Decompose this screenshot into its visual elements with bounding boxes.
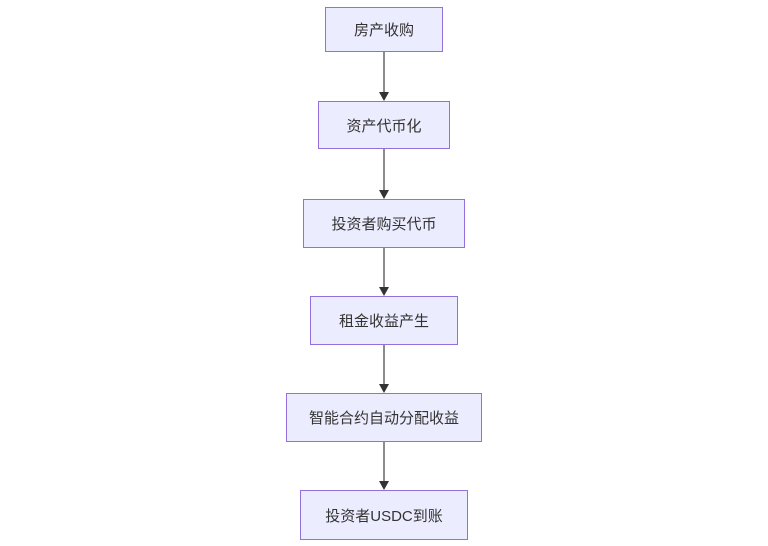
flow-node-asset-tokenization: 资产代币化 bbox=[318, 101, 450, 149]
edge-line bbox=[383, 345, 385, 384]
flow-edge-2 bbox=[379, 149, 389, 199]
edge-line bbox=[383, 248, 385, 287]
edge-line bbox=[383, 149, 385, 190]
arrowhead-down-icon bbox=[379, 287, 389, 296]
flow-node-rental-income: 租金收益产生 bbox=[310, 296, 458, 345]
flow-edge-5 bbox=[379, 442, 389, 490]
edge-line bbox=[383, 52, 385, 92]
flow-node-label: 智能合约自动分配收益 bbox=[308, 410, 459, 427]
arrowhead-down-icon bbox=[379, 92, 389, 101]
flow-edge-3 bbox=[379, 248, 389, 296]
flow-node-label: 房产收购 bbox=[353, 22, 414, 39]
flow-node-label: 投资者USDC到账 bbox=[325, 507, 443, 525]
edge-line bbox=[383, 442, 385, 481]
flow-node-smart-contract-distribution: 智能合约自动分配收益 bbox=[286, 393, 482, 442]
flow-node-label: 投资者购买代币 bbox=[331, 216, 437, 233]
flow-edge-1 bbox=[379, 52, 389, 101]
arrowhead-down-icon bbox=[379, 384, 389, 393]
arrowhead-down-icon bbox=[379, 481, 389, 490]
flow-edge-4 bbox=[379, 345, 389, 393]
flow-node-property-acquisition: 房产收购 bbox=[325, 7, 443, 52]
flow-node-investor-usdc-received: 投资者USDC到账 bbox=[300, 490, 468, 540]
arrowhead-down-icon bbox=[379, 190, 389, 199]
flow-node-label: 租金收益产生 bbox=[338, 313, 429, 330]
flow-node-investors-buy-tokens: 投资者购买代币 bbox=[303, 199, 465, 248]
flow-node-label: 资产代币化 bbox=[346, 117, 422, 135]
